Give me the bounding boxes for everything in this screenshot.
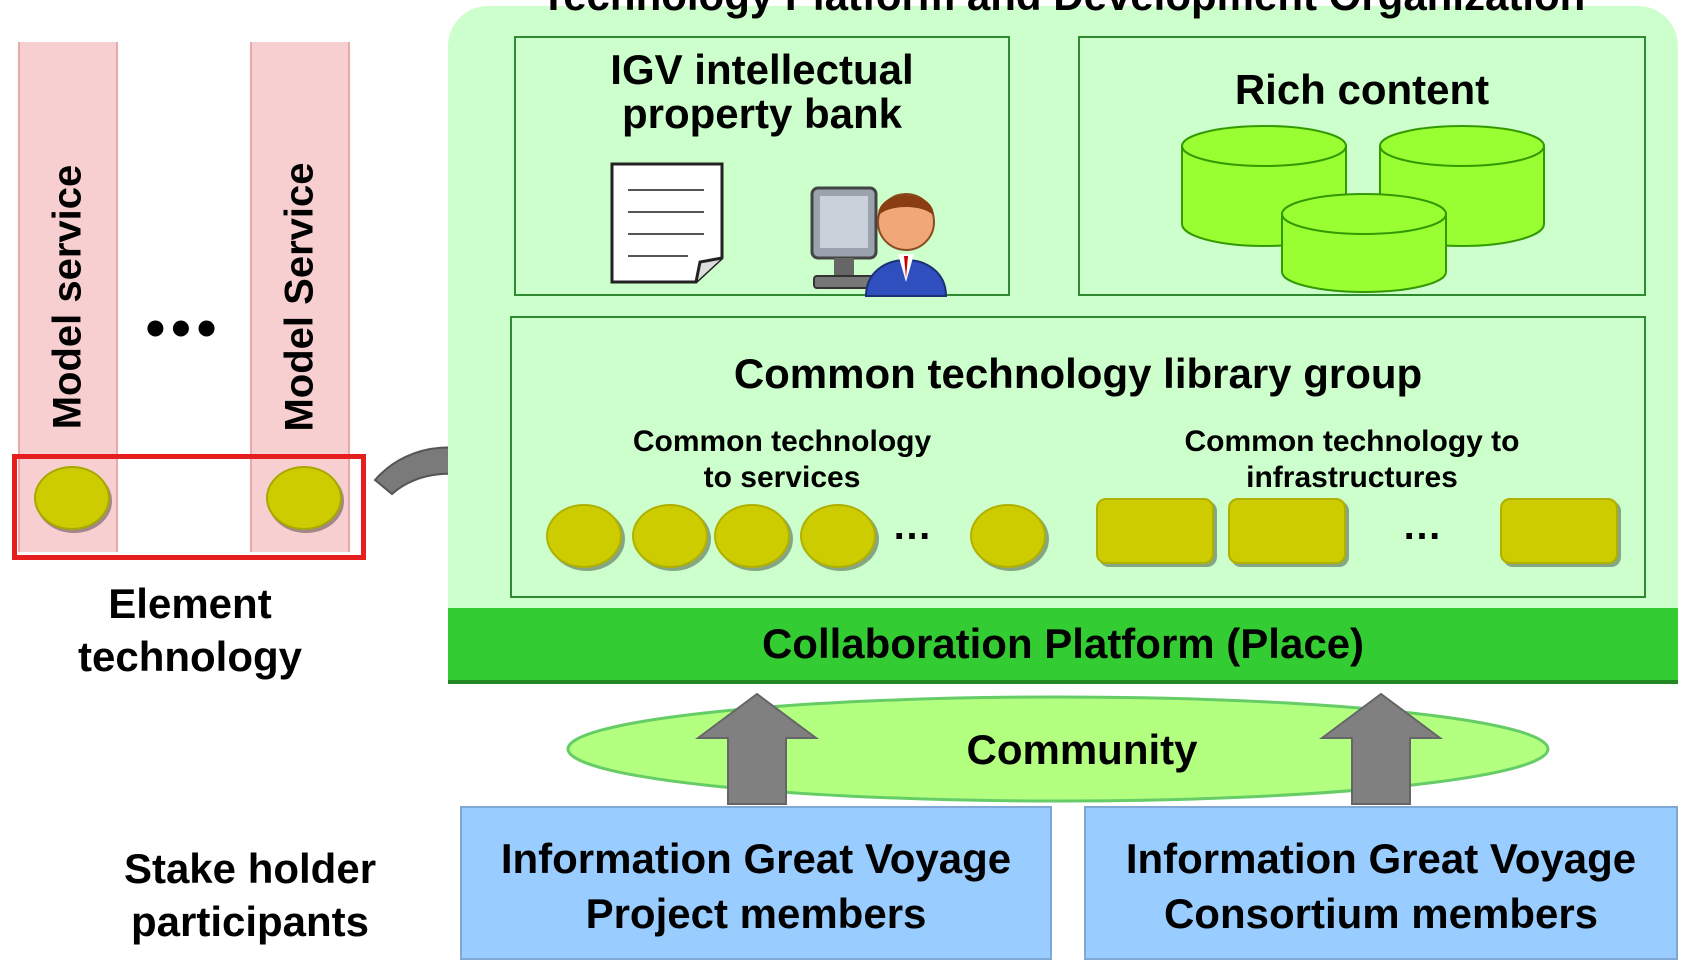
- up-arrow-icon: [694, 692, 820, 805]
- member-box-consortium-text: Information Great Voyage Consortium memb…: [1125, 835, 1637, 937]
- stakeholder-label: Stake holder participants: [123, 845, 377, 945]
- member-box-consortium: Information Great Voyage Consortium memb…: [1084, 806, 1678, 960]
- infra-ellipsis: …: [1402, 504, 1442, 548]
- library-title: Common technology library group: [733, 350, 1423, 397]
- rich-content-panel: Rich content: [1078, 36, 1646, 296]
- collaboration-platform-label: Collaboration Platform (Place): [761, 620, 1365, 667]
- model-service-label-2: Model Service: [277, 162, 322, 432]
- member-box-project-text: Information Great Voyage Project members: [500, 835, 1012, 937]
- community-label: Community: [966, 726, 1198, 773]
- member-box-project: Information Great Voyage Project members: [460, 806, 1052, 960]
- rich-content-title: Rich content: [1234, 66, 1490, 113]
- ip-bank-title: IGV intellectual property bank: [610, 46, 914, 138]
- document-icon: [610, 162, 724, 284]
- community-ellipse: [566, 695, 1550, 803]
- service-tech-dot: [632, 504, 708, 568]
- element-tech-dot-2: [266, 466, 342, 530]
- library-infra-label: Common technology to infrastructures: [1184, 425, 1520, 494]
- services-ellipsis: …: [892, 504, 932, 548]
- platform-title: Technology Platform and Development Orga…: [448, 0, 1678, 20]
- columns-ellipsis: •••: [145, 296, 223, 359]
- database-cylinder-icon: [1181, 125, 1545, 293]
- model-service-label-1: Model service: [45, 164, 90, 430]
- infra-tech-block: [1500, 498, 1618, 564]
- service-tech-dot: [546, 504, 622, 568]
- element-technology-highlight: [12, 454, 366, 560]
- infra-tech-block: [1096, 498, 1214, 564]
- service-tech-dot: [970, 504, 1046, 568]
- service-tech-dot: [800, 504, 876, 568]
- infra-tech-block: [1228, 498, 1346, 564]
- collaboration-platform-bar: Collaboration Platform (Place): [448, 608, 1678, 684]
- library-panel: Common technology library group Common t…: [510, 316, 1646, 598]
- ip-bank-panel: IGV intellectual property bank: [514, 36, 1010, 297]
- element-technology-label: Element technology: [77, 580, 302, 680]
- service-tech-dot: [714, 504, 790, 568]
- up-arrow-icon: [1318, 692, 1444, 805]
- person-at-computer-icon: [810, 186, 948, 297]
- library-services-label: Common technology to services: [632, 425, 932, 494]
- element-tech-dot-1: [34, 466, 110, 530]
